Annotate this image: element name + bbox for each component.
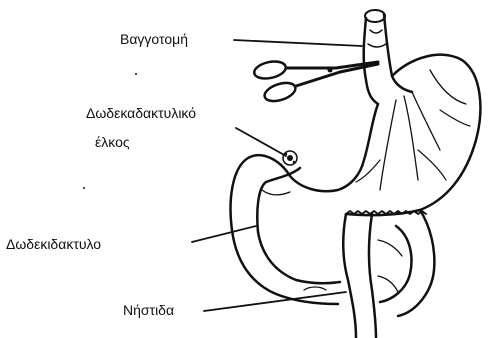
jejunum xyxy=(343,210,434,338)
esophagus xyxy=(364,10,412,104)
label-duodenum: Δωδεκιδακτυλο xyxy=(6,236,101,252)
ulcer-mark xyxy=(283,151,297,165)
label-vagotomy: Βαγγοτομή xyxy=(120,31,188,47)
scissors-icon xyxy=(253,59,378,105)
label-ulcer-line1: Δωδεκαδακτυλικό xyxy=(86,105,196,121)
duodenum-pointer xyxy=(192,226,256,242)
specks xyxy=(83,73,137,189)
pointer-lines xyxy=(192,40,362,311)
vagotomy-pointer xyxy=(234,40,362,46)
ulcer-pointer xyxy=(236,128,286,156)
label-jejunum: Νήστιδα xyxy=(123,302,174,318)
duodenum xyxy=(231,155,340,304)
label-ulcer-line2: έλκος xyxy=(95,134,130,150)
